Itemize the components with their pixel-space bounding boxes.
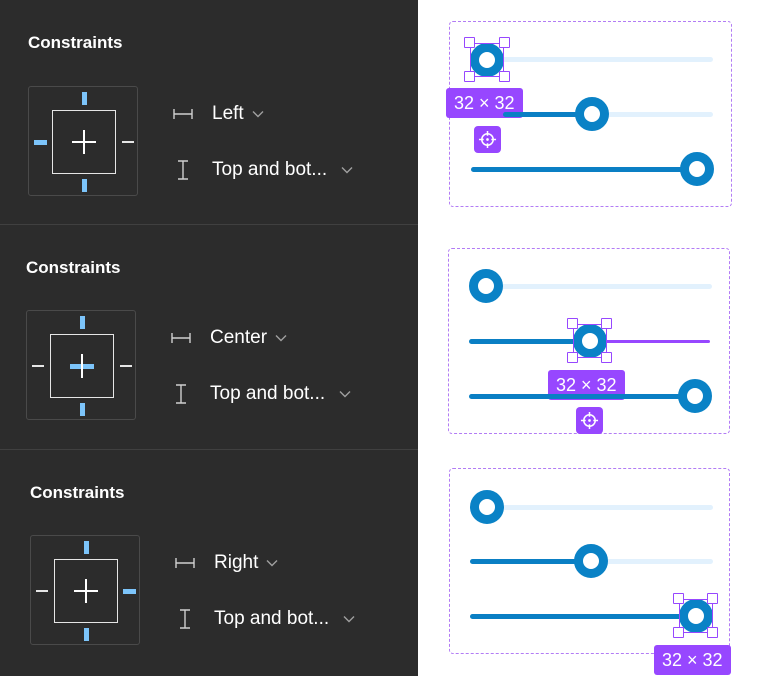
horizontal-constraint-value: Left	[212, 103, 244, 124]
slider-track	[487, 505, 713, 510]
crosshair-icon[interactable]	[576, 407, 603, 434]
horizontal-constraint-dropdown[interactable]: Center	[170, 324, 289, 352]
slider-knob[interactable]	[470, 490, 504, 524]
resize-handle[interactable]	[499, 71, 510, 82]
size-badge: 32 × 32	[654, 645, 731, 675]
constraint-right-toggle[interactable]	[122, 141, 134, 143]
resize-handle[interactable]	[464, 37, 475, 48]
selection-box	[573, 324, 607, 358]
slider-track	[592, 112, 713, 117]
horizontal-constraint-icon	[174, 552, 196, 574]
constraint-bottom-toggle[interactable]	[82, 179, 87, 192]
slider-fill	[471, 167, 697, 172]
slider-track	[591, 559, 713, 564]
vertical-constraint-value: Top and bot...	[214, 608, 330, 629]
slider-knob[interactable]	[470, 43, 504, 77]
constraint-right-toggle[interactable]	[120, 365, 132, 367]
vertical-constraint-icon	[172, 159, 194, 181]
panel-title: Constraints	[30, 483, 125, 502]
constraint-left-toggle[interactable]	[32, 365, 44, 367]
vertical-constraint-icon	[170, 383, 192, 405]
panel-title: Constraints	[26, 258, 121, 277]
slider-knob[interactable]	[575, 97, 609, 131]
constraint-inner-box	[54, 559, 118, 623]
resize-handle[interactable]	[601, 352, 612, 363]
slider-track	[487, 57, 713, 62]
constraint-center-vertical-toggle[interactable]	[81, 354, 83, 378]
panel-divider	[0, 449, 418, 450]
constraint-bottom-toggle[interactable]	[80, 403, 85, 416]
chevron-down-icon	[339, 387, 353, 401]
constraint-inner-box	[50, 334, 114, 398]
chevron-down-icon	[266, 556, 280, 570]
resize-handle[interactable]	[707, 627, 718, 638]
constraints-panel-right: Constraints Right Top and bot...	[0, 450, 418, 676]
resize-handle[interactable]	[673, 593, 684, 604]
crosshair-icon[interactable]	[474, 126, 501, 153]
horizontal-constraint-value: Right	[214, 552, 259, 573]
panel-divider	[0, 224, 418, 225]
slider-fill	[469, 339, 589, 344]
horizontal-constraint-icon	[172, 103, 194, 125]
slider-fill	[469, 394, 695, 399]
slider-knob[interactable]	[469, 269, 503, 303]
slider-fill	[470, 614, 696, 619]
constraints-panel-left: Constraints Left Top and bot...	[0, 0, 418, 224]
preview-frame[interactable]	[449, 468, 730, 654]
vertical-constraint-dropdown[interactable]: Top and bot...	[170, 380, 353, 408]
resize-handle[interactable]	[707, 593, 718, 604]
chevron-down-icon	[341, 163, 355, 177]
horizontal-constraint-value: Center	[210, 327, 268, 348]
slider-knob[interactable]	[573, 324, 607, 358]
constraint-widget[interactable]	[26, 310, 136, 420]
resize-handle[interactable]	[499, 37, 510, 48]
chevron-down-icon	[275, 331, 289, 345]
constraint-left-toggle[interactable]	[36, 590, 48, 592]
constraint-bottom-toggle[interactable]	[84, 628, 89, 641]
slider-fill	[503, 112, 592, 117]
constraint-right-toggle[interactable]	[123, 589, 136, 594]
size-badge: 32 × 32	[446, 88, 523, 118]
resize-handle[interactable]	[673, 627, 684, 638]
constraint-center-vertical-toggle[interactable]	[85, 579, 87, 603]
constraint-widget[interactable]	[28, 86, 138, 196]
center-constraint-guide	[589, 340, 710, 343]
constraint-left-toggle[interactable]	[34, 140, 47, 145]
resize-handle[interactable]	[567, 318, 578, 329]
vertical-constraint-dropdown[interactable]: Top and bot...	[174, 605, 357, 633]
slider-fill	[470, 559, 591, 564]
selection-box	[679, 599, 713, 633]
horizontal-constraint-icon	[170, 327, 192, 349]
properties-sidebar	[0, 0, 418, 676]
horizontal-constraint-dropdown[interactable]: Left	[172, 100, 266, 128]
slider-knob[interactable]	[678, 379, 712, 413]
constraint-top-toggle[interactable]	[84, 541, 89, 554]
resize-handle[interactable]	[464, 71, 475, 82]
constraint-top-toggle[interactable]	[82, 92, 87, 105]
resize-handle[interactable]	[567, 352, 578, 363]
slider-knob[interactable]	[574, 544, 608, 578]
selection-box	[470, 43, 504, 77]
vertical-constraint-dropdown[interactable]: Top and bot...	[172, 156, 355, 184]
slider-knob[interactable]	[679, 599, 713, 633]
constraint-center-vertical-toggle[interactable]	[83, 130, 85, 154]
vertical-constraint-value: Top and bot...	[210, 383, 326, 404]
constraints-panel-center: Constraints Center Top and bot...	[0, 225, 418, 449]
slider-knob[interactable]	[680, 152, 714, 186]
chevron-down-icon	[343, 612, 357, 626]
horizontal-constraint-dropdown[interactable]: Right	[174, 549, 280, 577]
slider-track	[486, 284, 712, 289]
constraint-inner-box	[52, 110, 116, 174]
chevron-down-icon	[252, 107, 266, 121]
resize-handle[interactable]	[601, 318, 612, 329]
panel-title: Constraints	[28, 33, 123, 52]
constraint-widget[interactable]	[30, 535, 140, 645]
constraint-top-toggle[interactable]	[80, 316, 85, 329]
vertical-constraint-value: Top and bot...	[212, 159, 328, 180]
vertical-constraint-icon	[174, 608, 196, 630]
